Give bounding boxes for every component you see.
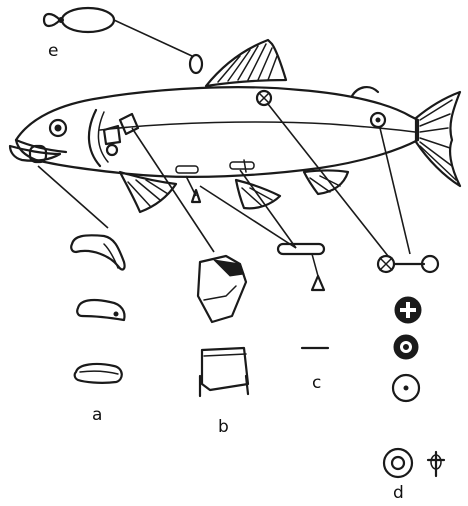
opercular-tag-on-fish bbox=[104, 126, 120, 144]
ring-disc-tag bbox=[384, 449, 412, 477]
jaw-tag-medium bbox=[77, 300, 124, 320]
group-a-jaw-tags: a bbox=[71, 235, 124, 425]
group-e-loop-tag: e bbox=[44, 8, 114, 61]
fish-body bbox=[16, 87, 418, 177]
label-c: c bbox=[312, 373, 321, 393]
group-c-anchor-tags: c bbox=[192, 190, 328, 393]
label-a: a bbox=[92, 405, 102, 425]
label-e: e bbox=[48, 41, 58, 61]
loop-tag-ring bbox=[62, 8, 114, 32]
fish-illustration bbox=[10, 40, 460, 212]
dart-tag-point bbox=[312, 276, 324, 290]
disc-tag-side-view bbox=[428, 452, 444, 476]
dorsal-loop-tag-on-fish bbox=[190, 55, 202, 73]
pectoral-fin bbox=[120, 172, 176, 212]
group-d-disc-tags: d bbox=[378, 256, 444, 503]
anchor-tag-1-on-fish bbox=[176, 166, 198, 173]
leader-lines bbox=[38, 20, 410, 256]
loop-tag-bow bbox=[44, 14, 60, 26]
anchor-tag-2-on-fish bbox=[230, 162, 254, 169]
label-d: d bbox=[393, 483, 404, 503]
group-b-opercular-tags: b bbox=[198, 256, 248, 437]
label-b: b bbox=[218, 417, 229, 437]
anchor-tag-long bbox=[278, 244, 324, 254]
anal-fin bbox=[304, 171, 348, 195]
